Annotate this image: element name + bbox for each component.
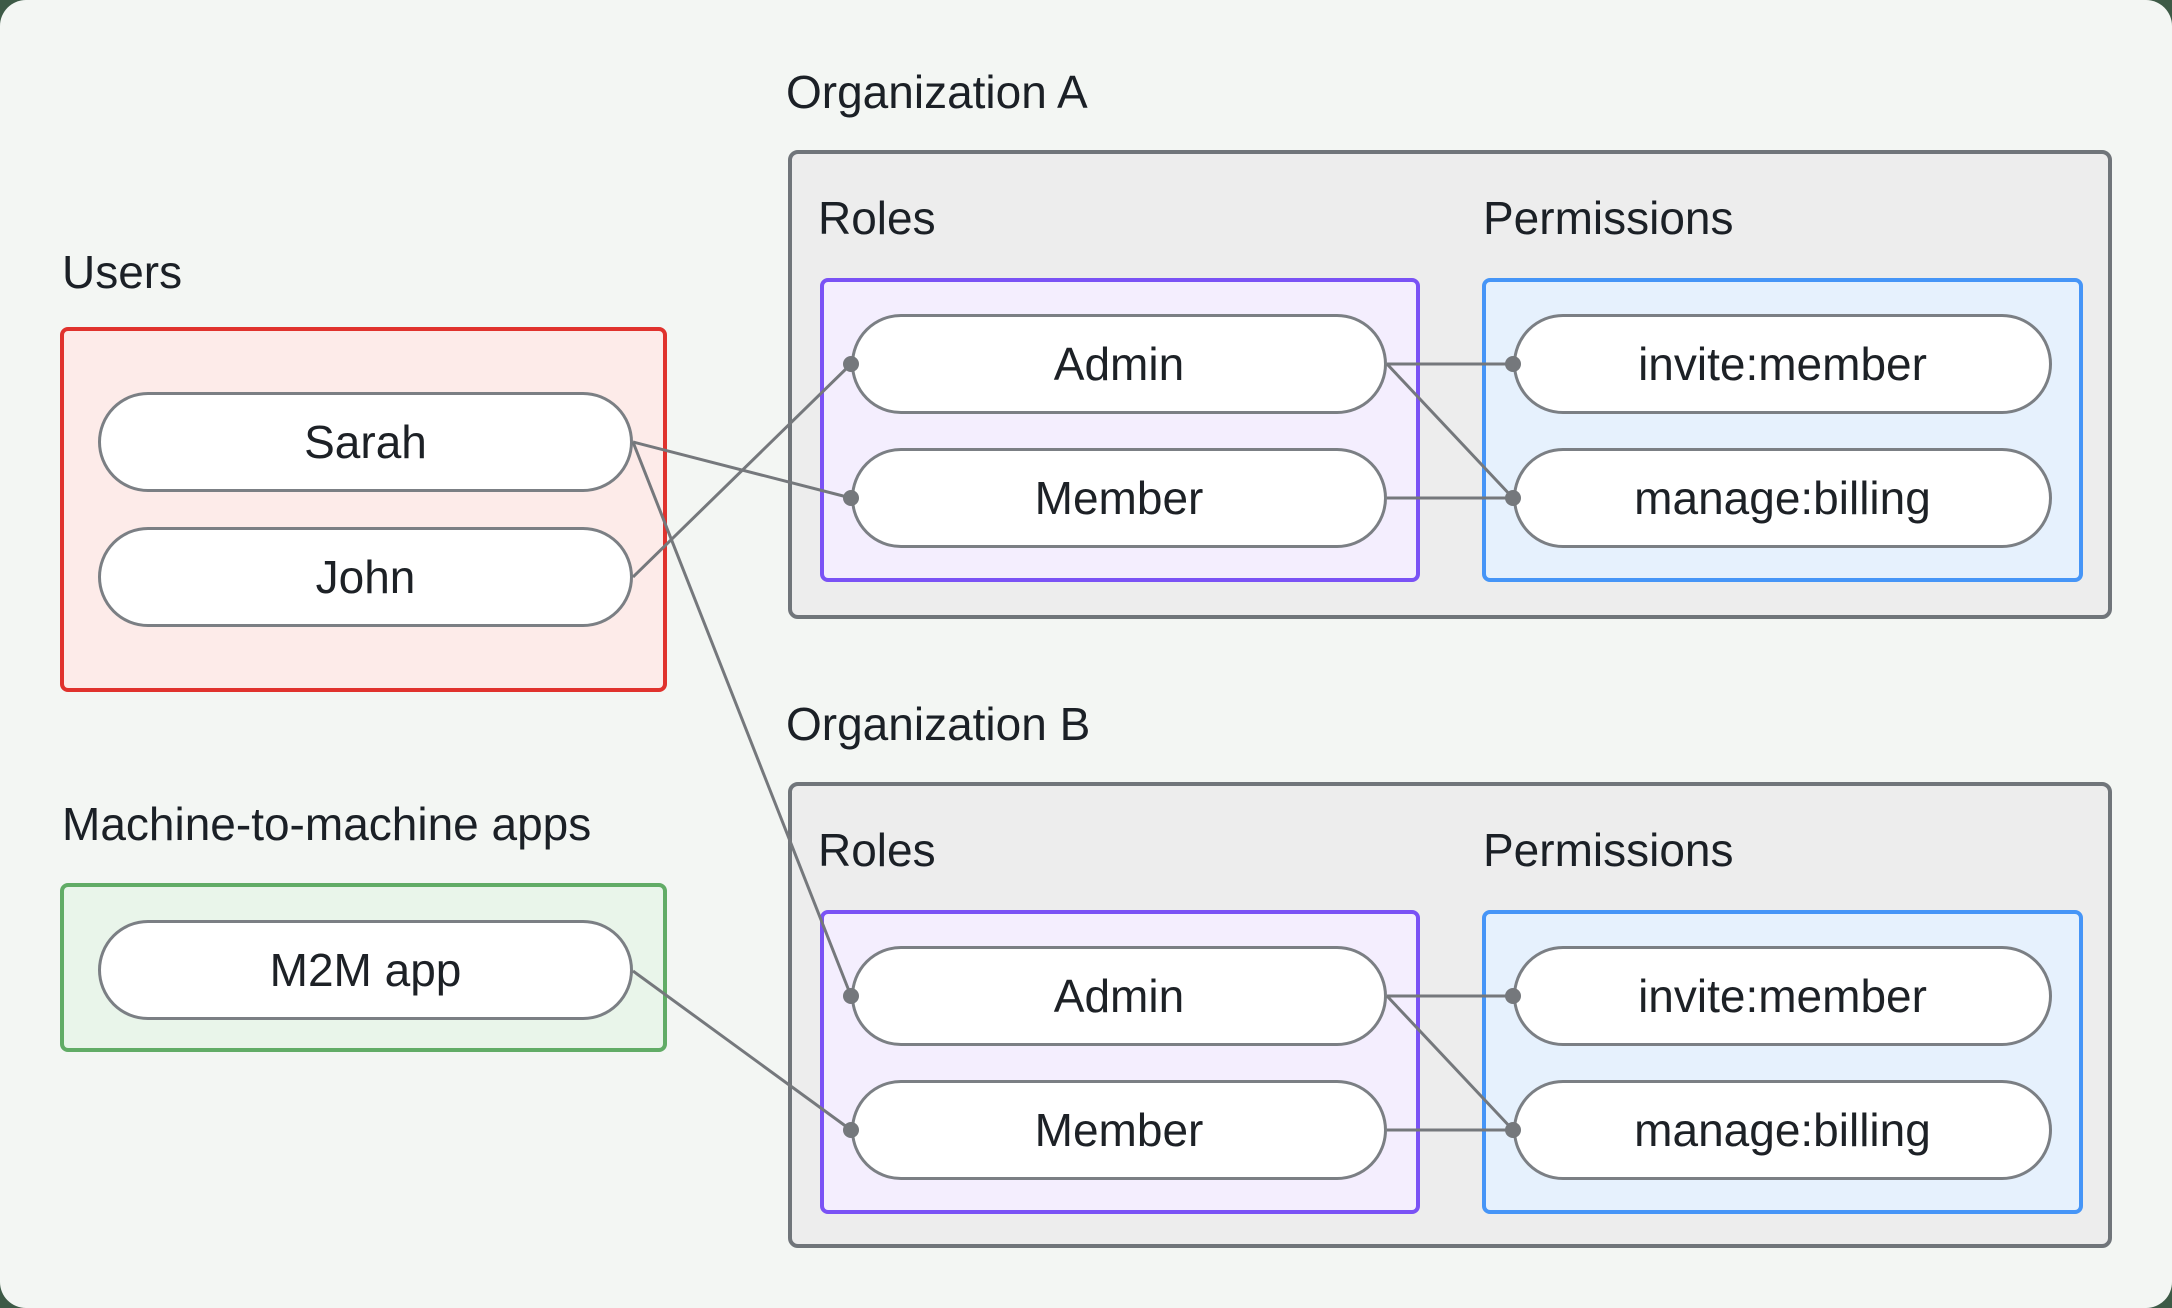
node-org-b-member-label: Member — [1034, 1104, 1204, 1156]
node-org-a-manage-billing: manage:billing — [1513, 448, 2052, 548]
node-org-b-manage-billing-label: manage:billing — [1634, 1104, 1931, 1156]
node-org-b-admin-label: Admin — [1053, 970, 1185, 1022]
node-org-b-member: Member — [851, 1080, 1387, 1180]
org-a-title: Organization A — [786, 66, 1088, 118]
node-org-a-admin-label: Admin — [1053, 338, 1185, 390]
org-a-permissions-label: Permissions — [1483, 192, 1734, 244]
node-org-a-admin: Admin — [851, 314, 1387, 414]
node-org-a-member-label: Member — [1034, 472, 1204, 524]
node-john-label: John — [315, 551, 416, 603]
org-b-title: Organization B — [786, 698, 1091, 750]
m2m-group-label: Machine-to-machine apps — [62, 798, 592, 850]
users-group-label: Users — [62, 246, 183, 298]
node-sarah: Sarah — [98, 392, 633, 492]
node-org-a-invite-member: invite:member — [1513, 314, 2052, 414]
org-b-permissions-label: Permissions — [1483, 824, 1734, 876]
node-m2m-app-label: M2M app — [269, 944, 462, 996]
users-group-box — [60, 327, 667, 692]
node-org-b-admin: Admin — [851, 946, 1387, 1046]
node-org-a-member: Member — [851, 448, 1387, 548]
org-b-roles-label: Roles — [818, 824, 936, 876]
node-org-b-manage-billing: manage:billing — [1513, 1080, 2052, 1180]
org-a-roles-label: Roles — [818, 192, 936, 244]
node-sarah-label: Sarah — [304, 416, 427, 468]
node-org-b-invite-member: invite:member — [1513, 946, 2052, 1046]
node-org-b-invite-member-label: invite:member — [1638, 970, 1927, 1022]
node-john: John — [98, 527, 633, 627]
node-org-a-invite-member-label: invite:member — [1638, 338, 1927, 390]
node-org-a-manage-billing-label: manage:billing — [1634, 472, 1931, 524]
node-m2m-app: M2M app — [98, 920, 633, 1020]
